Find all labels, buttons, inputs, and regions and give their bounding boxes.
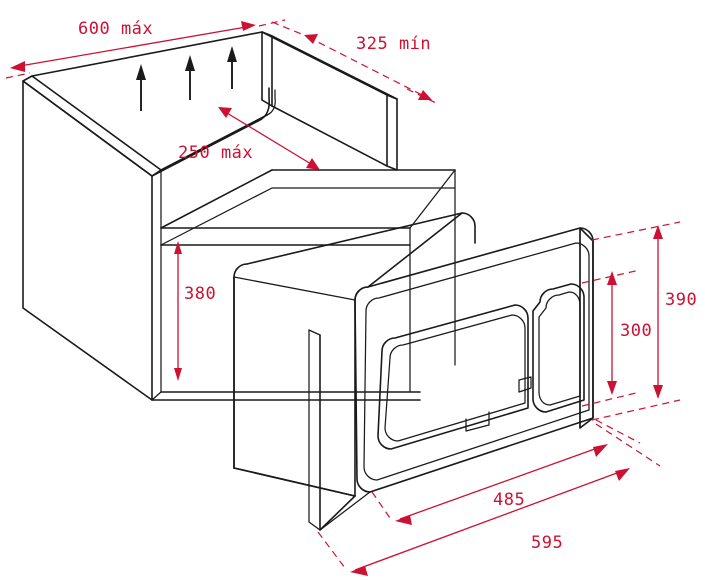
ventilation-arrow-1-icon [136,64,146,111]
microwave-control-panel-outer [532,283,585,413]
dim-380-arrow-top-icon [174,241,182,254]
dim-390-arrow-bottom-icon [653,385,663,399]
dim-250-arrow-start-icon [218,107,232,118]
cabinet-niche-right-back-diagonal [409,169,456,229]
cabinet-back-riser-right-face [386,94,398,171]
microwave-door-handle [518,376,532,393]
dim-595-arrow-left-icon [350,566,368,576]
dim-595-arrow-right-icon [615,468,630,481]
microwave-door-handle-step [465,411,490,432]
ventilation-arrow-3-icon [227,46,237,89]
microwave-door-window-outer [377,304,529,450]
dimension-300: 300 [581,269,652,407]
dimension-250-max: 250 máx [178,107,320,170]
dimension-600-max: 600 máx [5,19,286,79]
cabinet-back-riser-panel [261,31,273,107]
dim-300-arrow-bottom-icon [607,381,617,395]
cabinet-mid-shelf-back-top [160,169,273,229]
microwave-appliance [233,212,594,531]
dim-485-arrow-left-icon [395,515,412,525]
dimension-390: 390 [591,221,697,421]
dim-600-arrow-right-icon [241,21,256,31]
dim-250-line [221,109,317,168]
dim-390-label: 390 [665,290,697,310]
dimension-595: 595 [317,423,661,576]
dim-600-ext-right [258,19,286,27]
microwave-front-trim-outer [354,227,594,493]
dim-390-arrow-top-icon [653,225,663,239]
dim-325-label: 325 mín [356,34,431,54]
microwave-body-top-face [233,212,476,497]
cabinet-top-panel-front-edge-lower [151,120,259,177]
dim-600-ext-left [5,72,31,79]
cabinet-back-top-edge [31,31,263,77]
dimension-325-min: 325 mín [271,21,437,104]
microwave-control-panel-inner [538,291,581,406]
dim-485-label: 485 [493,490,525,510]
dim-300-ext-bottom [581,391,641,407]
ventilation-arrow-2-icon [185,55,195,100]
microwave-body-top-rounded-left [233,276,356,301]
cabinet-back-riser-inner-edge [261,99,273,107]
microwave-door-window-inner [384,314,526,442]
dim-600-arrow-left-icon [10,61,25,72]
cabinet-top-panel-front-edge [160,114,268,171]
dim-300-arrow-top-icon [607,271,617,285]
microwave-body-top-back-edge [246,212,463,265]
cabinet-carcass [22,31,456,401]
cabinet-interior-back-line [160,187,456,246]
microwave-base-edge [308,329,321,531]
dim-390-ext-bottom [591,399,681,421]
cabinet-left-panel-inner-edge [151,169,162,401]
dim-250-arrow-end-icon [306,158,320,170]
dim-595-ext-left [317,531,346,569]
dim-380-arrow-bottom-icon [174,368,182,381]
cabinet-back-riser-lower-edge [271,105,388,167]
dim-325-line [307,36,429,99]
dimension-380: 380 [174,241,216,381]
cabinet-shelf-rounded-corner [257,87,271,122]
microwave-base-front [319,334,356,531]
ventilation-arrow-group [136,46,237,111]
microwave-front-trim-inner [363,242,590,481]
dim-600-label: 600 máx [78,19,153,39]
dim-600-line [13,25,253,68]
microwave-body-bottom-left [233,467,356,497]
dim-325-arrow-bottom-icon [418,90,432,100]
dim-300-label: 300 [620,321,652,341]
dim-325-arrow-top-icon [304,34,318,44]
dim-485-line [399,445,604,520]
microwave-right-side-face [579,227,594,429]
dim-380-label: 380 [184,284,216,304]
cabinet-shelf-rounded-corner-inner [266,89,276,116]
dim-390-ext-top [591,221,681,241]
dim-595-ext-right [595,423,661,467]
microwave-base-bottom [319,491,371,531]
dim-325-ext-top [271,21,305,36]
dim-595-label: 595 [531,533,563,553]
dim-485-ext-right [595,419,641,444]
dim-595-line [354,469,626,571]
dim-250-label: 250 máx [178,143,253,163]
dim-485-ext-left [371,491,391,519]
microwave-base-top-guide [308,329,321,336]
dim-485-arrow-right-icon [593,444,608,457]
dimension-485: 485 [371,419,641,525]
